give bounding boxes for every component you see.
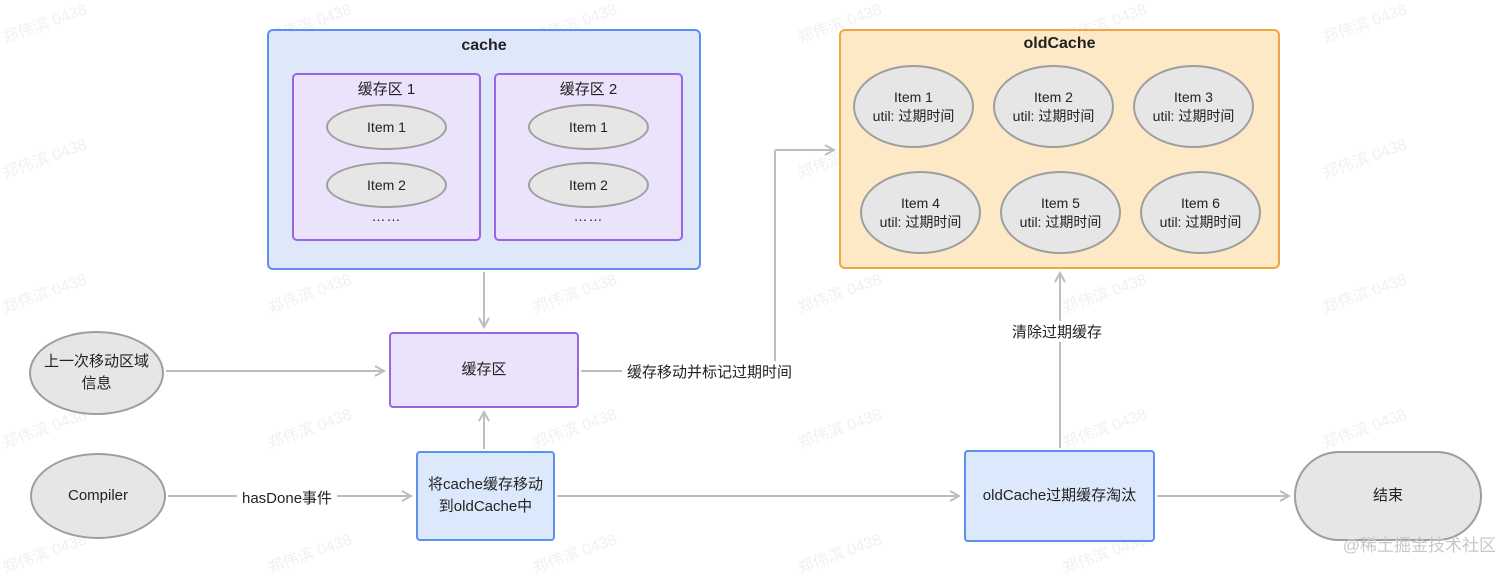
cache-item: Item 2 [326, 162, 447, 208]
more-ellipsis: …… [371, 208, 402, 224]
watermark: 郑伟滨 0438 [530, 271, 620, 318]
cache-zone-title: 缓存区 1 [357, 81, 416, 98]
old-cache-item-name: Item 4 [901, 194, 940, 211]
old-cache-item-expire: util: 过期时间 [1159, 213, 1242, 230]
watermark: 郑伟滨 0438 [265, 271, 355, 318]
credit-watermark: @稀土掘金技术社区 [1342, 536, 1496, 555]
old-cache-item-expire: util: 过期时间 [1152, 107, 1235, 124]
old-cache-item-expire: util: 过期时间 [872, 107, 955, 124]
watermark: 郑伟滨 0438 [1320, 1, 1410, 48]
watermark: 郑伟滨 0438 [0, 271, 90, 318]
compiler-node: Compiler [30, 453, 166, 539]
watermark: 郑伟滨 0438 [265, 406, 355, 453]
prev-region-label: 上一次移动区域信息 [43, 353, 149, 392]
cache-item: Item 1 [528, 104, 649, 150]
edge-label-move-mark: 缓存移动并标记过期时间 [622, 361, 798, 382]
old-cache-group-title: oldCache [1023, 35, 1096, 52]
edge-label-has-done: hasDone事件 [237, 487, 338, 508]
old-cache-item-name: Item 1 [894, 88, 933, 105]
evict-label: oldCache过期缓存淘汰 [982, 487, 1137, 504]
cache-group-title: cache [461, 37, 507, 54]
watermark: 郑伟滨 0438 [1320, 136, 1410, 183]
old-cache-item-name: Item 3 [1174, 88, 1213, 105]
edge-label-clear: 清除过期缓存 [1007, 321, 1108, 342]
end-node: 结束 [1294, 451, 1482, 541]
cache-zone-title: 缓存区 2 [559, 81, 618, 98]
watermark: 郑伟滨 0438 [530, 406, 620, 453]
evict-node: oldCache过期缓存淘汰 [964, 450, 1155, 542]
old-cache-item: Item 6 util: 过期时间 [1140, 171, 1261, 254]
cache-zone-2: 缓存区 2 Item 1 Item 2 …… [494, 73, 683, 241]
old-cache-item-name: Item 2 [1034, 88, 1073, 105]
watermark: 郑伟滨 0438 [1320, 271, 1410, 318]
watermark: 郑伟滨 0438 [795, 406, 885, 453]
prev-region-node: 上一次移动区域信息 [29, 331, 164, 415]
old-cache-item-name: Item 5 [1041, 194, 1080, 211]
cache-item: Item 1 [326, 104, 447, 150]
buffer-label: 缓存区 [461, 361, 507, 378]
end-label: 结束 [1372, 487, 1403, 504]
cache-item-label: Item 2 [569, 176, 608, 193]
move-to-old-cache-node: 将cache缓存移动到oldCache中 [416, 451, 555, 541]
cache-item-label: Item 1 [367, 118, 406, 135]
old-cache-item-expire: util: 过期时间 [1012, 107, 1095, 124]
old-cache-item: Item 2 util: 过期时间 [993, 65, 1114, 148]
old-cache-item-expire: util: 过期时间 [879, 213, 962, 230]
old-cache-item: Item 3 util: 过期时间 [1133, 65, 1254, 148]
watermark: 郑伟滨 0438 [1320, 406, 1410, 453]
more-ellipsis: …… [573, 208, 604, 224]
old-cache-item: Item 1 util: 过期时间 [853, 65, 974, 148]
watermark: 郑伟滨 0438 [795, 271, 885, 318]
compiler-label: Compiler [67, 487, 128, 504]
cache-item-label: Item 1 [569, 118, 608, 135]
watermark: 郑伟滨 0438 [265, 531, 355, 578]
old-cache-group: oldCache Item 1 util: 过期时间 Item 2 util: … [839, 29, 1280, 269]
watermark: 郑伟滨 0438 [0, 136, 90, 183]
old-cache-item: Item 5 util: 过期时间 [1000, 171, 1121, 254]
watermark: 郑伟滨 0438 [0, 1, 90, 48]
watermark: 郑伟滨 0438 [1060, 271, 1150, 318]
move-to-old-cache-label: 将cache缓存移动到oldCache中 [427, 476, 544, 515]
old-cache-item: Item 4 util: 过期时间 [860, 171, 981, 254]
cache-item-label: Item 2 [367, 176, 406, 193]
cache-group: cache 缓存区 1 Item 1 Item 2 …… 缓存区 2 Item … [267, 29, 701, 270]
cache-zone-1: 缓存区 1 Item 1 Item 2 …… [292, 73, 481, 241]
cache-item: Item 2 [528, 162, 649, 208]
old-cache-item-expire: util: 过期时间 [1019, 213, 1102, 230]
watermark: 郑伟滨 0438 [795, 531, 885, 578]
watermark: 郑伟滨 0438 [1060, 406, 1150, 453]
old-cache-item-name: Item 6 [1181, 194, 1220, 211]
buffer-node: 缓存区 [389, 332, 579, 408]
